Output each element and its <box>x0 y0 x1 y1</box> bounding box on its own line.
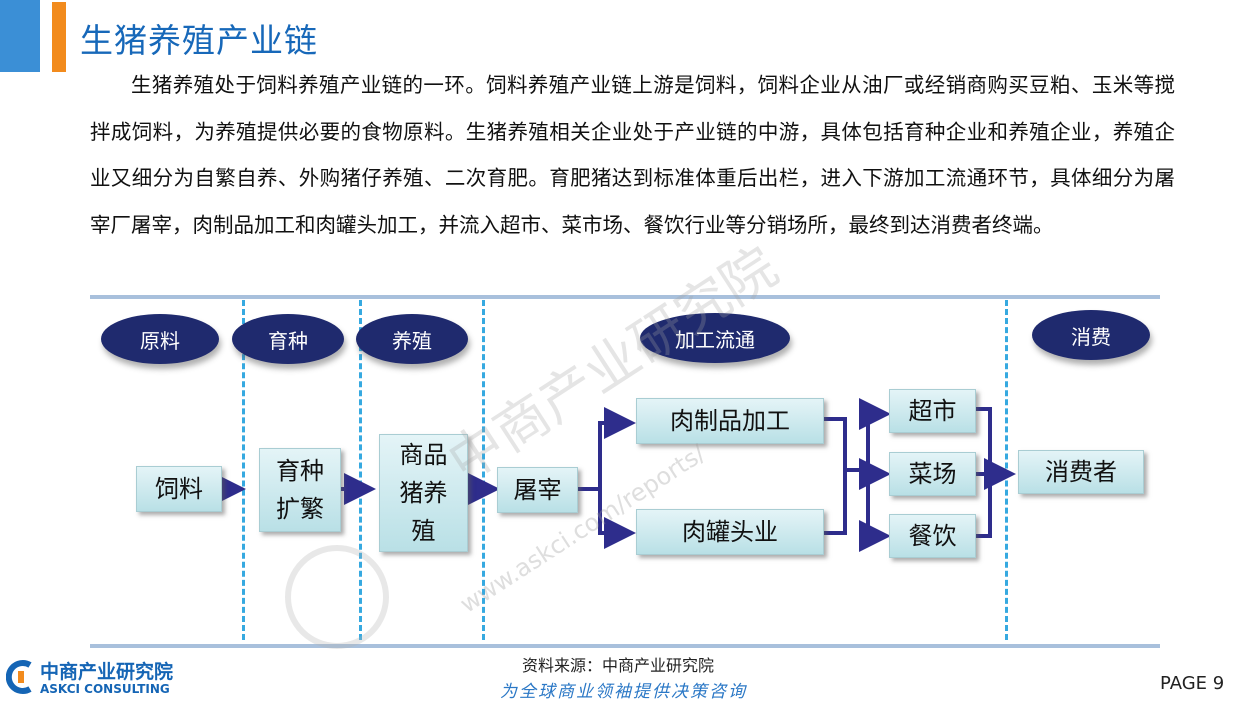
node-feed: 饲料 <box>136 466 222 512</box>
stage-divider-3 <box>482 300 485 640</box>
stage-divider-1 <box>242 300 245 640</box>
header-orange-bar <box>52 2 66 72</box>
node-canned-meat: 肉罐头业 <box>636 509 824 555</box>
node-breeding-line-2: 扩繁 <box>276 495 324 523</box>
page-number: PAGE 9 <box>1160 673 1225 694</box>
stage-divider-2 <box>359 300 362 640</box>
page-title: 生猪养殖产业链 <box>80 21 318 60</box>
watermark-logo <box>285 545 389 649</box>
stage-raw-material: 原料 <box>101 314 219 364</box>
intro-paragraph: 生猪养殖处于饲料养殖产业链的一环。饲料养殖产业链上游是饲料，饲料企业从油厂或经销… <box>90 73 1175 237</box>
node-commercial-pig: 商品 猪养 殖 <box>379 434 468 552</box>
node-supermarket: 超市 <box>889 389 976 433</box>
node-commercial-pig-line-2: 猪养 <box>399 479 448 507</box>
company-logo-text: 中商产业研究院 <box>40 661 174 683</box>
company-logo-subtext: ASKCI CONSULTING <box>40 682 170 696</box>
node-commercial-pig-line-1: 商品 <box>399 441 448 469</box>
header-blue-bar <box>0 0 40 72</box>
stage-breeding: 育种 <box>232 314 344 364</box>
stage-consumption: 消费 <box>1032 310 1150 360</box>
footer-slogan: 为全球商业领袖提供决策咨询 <box>500 682 747 702</box>
node-breeding: 育种 扩繁 <box>259 448 341 532</box>
node-slaughter: 屠宰 <box>497 467 578 513</box>
company-logo-icon <box>6 660 32 694</box>
source-note: 资料来源：中商产业研究院 <box>522 656 715 675</box>
stage-farming: 养殖 <box>356 314 468 364</box>
node-meat-processing: 肉制品加工 <box>636 398 824 444</box>
diagram-bottom-rule <box>90 644 1160 648</box>
stage-processing: 加工流通 <box>640 313 790 363</box>
node-breeding-line-1: 育种 <box>276 457 324 485</box>
node-consumer: 消费者 <box>1018 450 1144 494</box>
node-commercial-pig-line-3: 殖 <box>411 517 436 545</box>
node-catering: 餐饮 <box>889 514 976 558</box>
node-market: 菜场 <box>889 452 976 496</box>
diagram-top-rule <box>90 295 1160 299</box>
